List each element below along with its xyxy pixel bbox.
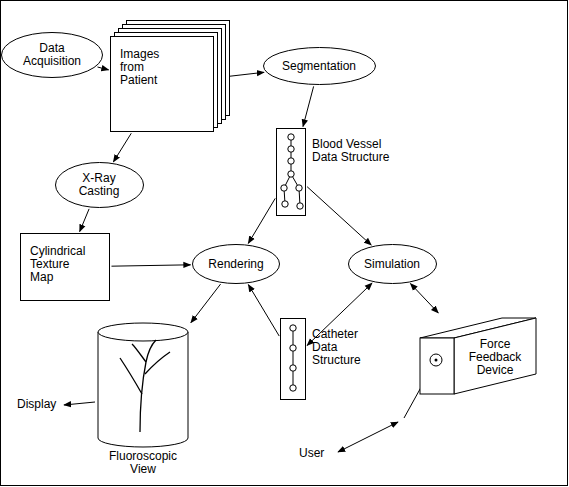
flow-arrow <box>410 283 438 312</box>
outline-stroke <box>288 146 294 152</box>
outline-stroke <box>281 319 306 400</box>
node-label: Segmentation <box>282 60 356 73</box>
outline-stroke <box>297 203 303 209</box>
process-ellipse: Rendering <box>192 244 280 284</box>
node-label: Fluoroscopic View <box>103 450 183 476</box>
display-arrow <box>64 402 95 405</box>
outline-stroke <box>55 163 143 208</box>
device-box: Force Feedback Device <box>418 314 540 398</box>
outline-stroke <box>281 185 287 191</box>
flow-arrow <box>248 285 279 336</box>
outline-stroke <box>291 137 292 174</box>
knob <box>430 354 442 366</box>
texture-map-box: Cylindrical Texture Map <box>20 233 110 301</box>
outline-stroke <box>263 48 375 85</box>
flow-arrow <box>113 133 131 162</box>
outline-stroke <box>288 171 294 177</box>
flow-arrow <box>80 209 89 232</box>
vessel-curve <box>120 358 142 394</box>
outline-stroke <box>293 328 294 388</box>
outline-stroke <box>420 338 454 394</box>
vessel-curve <box>145 352 170 374</box>
node-label: Blood Vessel Data Structure <box>312 138 398 164</box>
node-outline <box>96 322 190 448</box>
image-stack: Images from Patient <box>110 36 214 132</box>
process-ellipse: Simulation <box>348 244 437 284</box>
flow-arrow <box>248 198 275 243</box>
node-label: Cylindrical Texture Map <box>30 245 90 284</box>
node-outline <box>276 128 306 216</box>
outline-stroke <box>296 185 302 191</box>
outline-stroke <box>288 158 294 164</box>
outline-stroke <box>111 37 214 132</box>
outline-stroke <box>193 245 280 284</box>
node-outline <box>280 318 306 400</box>
node-label: Data Acquisition <box>19 42 85 68</box>
flow-arrow <box>97 67 108 70</box>
node-label: Rendering <box>208 258 263 271</box>
node-label: Simulation <box>364 258 420 271</box>
outline-stroke <box>288 134 294 140</box>
data-structure-box: Catheter Data Structure <box>280 318 306 400</box>
outline-stroke <box>21 234 110 301</box>
output-label: Display <box>16 398 57 411</box>
flow-arrow <box>307 187 371 245</box>
outline-stroke <box>98 332 188 447</box>
node-label: Images from Patient <box>120 48 180 87</box>
data-structure-box: Blood Vessel Data Structure <box>276 128 306 216</box>
flow-arrow <box>111 265 190 266</box>
outline-stroke <box>98 323 188 341</box>
outline-stroke <box>277 129 306 216</box>
user-arrow <box>338 422 398 452</box>
outline-stroke <box>290 365 296 371</box>
node-label: X-Ray Casting <box>71 172 127 198</box>
outline-stroke <box>290 385 296 391</box>
vessel-curve <box>132 344 146 362</box>
flow-arrow <box>303 86 314 126</box>
process-ellipse: Segmentation <box>263 47 376 85</box>
vessel-curve <box>140 340 156 432</box>
process-ellipse: Data Acquisition <box>1 32 103 78</box>
fluoroscopic-cylinder: Fluoroscopic View <box>96 322 190 448</box>
node-label: Catheter Data Structure <box>312 328 374 367</box>
outline-stroke <box>290 325 296 331</box>
outline-stroke <box>454 318 536 394</box>
outline-stroke <box>348 245 436 284</box>
outline-stroke <box>282 201 288 207</box>
outline-stroke <box>2 33 103 78</box>
outline-stroke <box>290 345 296 351</box>
process-ellipse: X-Ray Casting <box>55 162 144 208</box>
knob-center <box>435 359 438 362</box>
user-label: User <box>298 447 325 460</box>
node-label: Force Feedback Device <box>458 338 532 377</box>
flow-arrow <box>191 284 221 323</box>
